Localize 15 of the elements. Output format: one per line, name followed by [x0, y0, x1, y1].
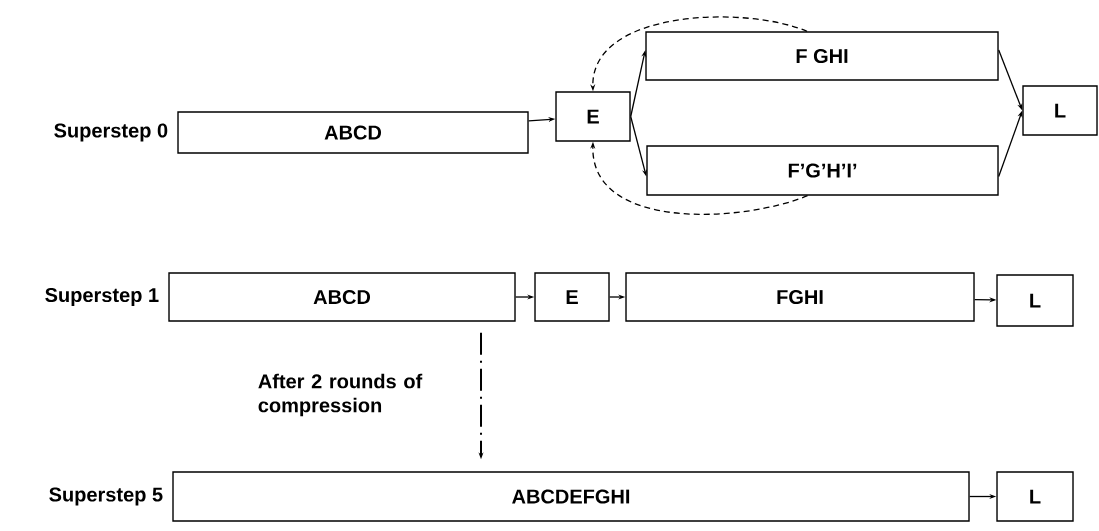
- process-box: L: [1022, 85, 1098, 136]
- process-box: ABCD: [168, 272, 516, 322]
- edge-label: After 2 rounds of compression: [258, 373, 423, 417]
- process-box: FGHI: [625, 272, 975, 322]
- process-box: E: [534, 272, 610, 322]
- process-box: F’G’H’I’: [646, 145, 999, 196]
- process-box: F GHI: [645, 31, 999, 81]
- row-label: Superstep 0: [54, 123, 168, 142]
- process-box: L: [996, 274, 1074, 327]
- row-label: Superstep 5: [49, 487, 163, 506]
- row-label: Superstep 1: [45, 287, 159, 307]
- process-box: E: [555, 91, 631, 142]
- process-box: ABCD: [177, 111, 529, 154]
- process-box: ABCDEFGHI: [172, 471, 970, 522]
- process-box: L: [996, 471, 1074, 522]
